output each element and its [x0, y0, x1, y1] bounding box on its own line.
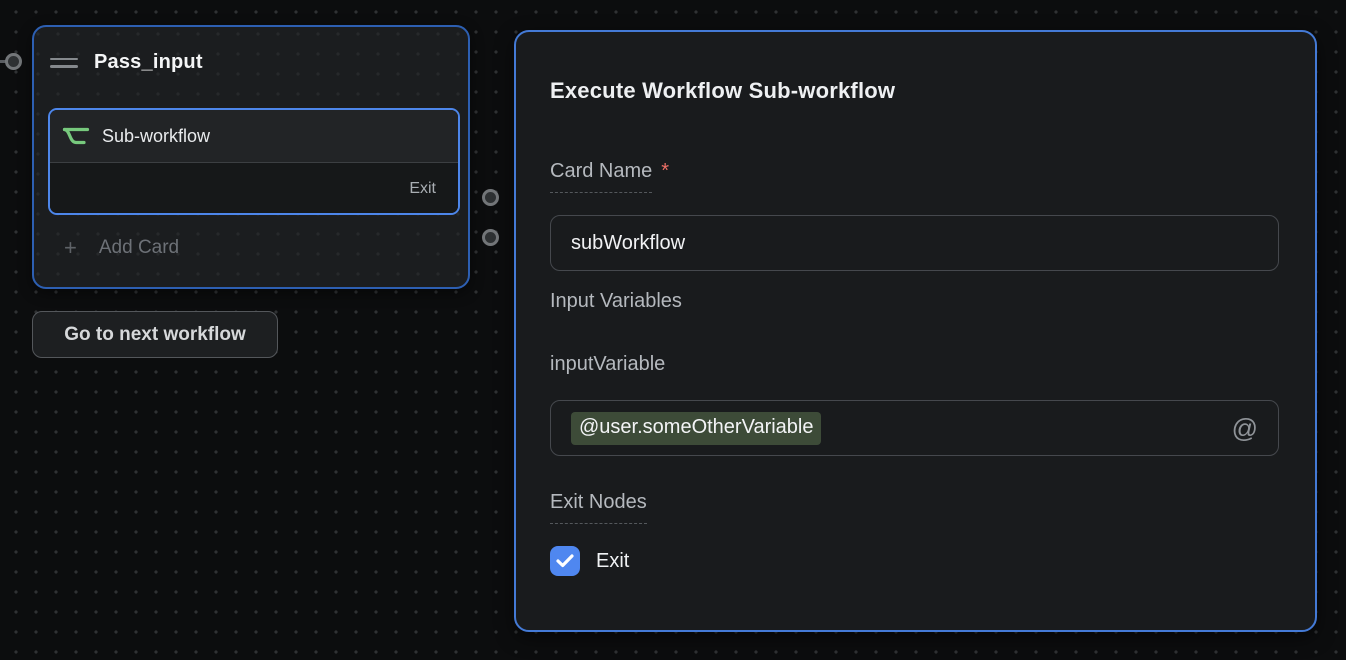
- card-exit-label: Exit: [409, 179, 436, 197]
- card-sub-workflow[interactable]: Sub-workflow Exit: [48, 108, 460, 215]
- card-name-input[interactable]: subWorkflow: [550, 215, 1279, 271]
- card-name-label: Card Name*: [550, 160, 669, 193]
- plus-icon: +: [64, 235, 77, 260]
- input-variables-heading: Input Variables: [550, 290, 682, 312]
- output-port-exit[interactable]: [482, 189, 499, 206]
- exit-checkbox-label: Exit: [596, 549, 630, 572]
- output-port-secondary[interactable]: [482, 229, 499, 246]
- panel-title: Execute Workflow Sub-workflow: [550, 78, 896, 103]
- add-card-button[interactable]: + Add Card: [64, 237, 179, 259]
- card-name-value: subWorkflow: [571, 231, 686, 254]
- node-header: Pass_input: [34, 27, 468, 74]
- exit-checkbox[interactable]: [550, 546, 580, 576]
- properties-panel: Execute Workflow Sub-workflow Card Name*…: [514, 30, 1317, 632]
- incoming-edge: [0, 60, 8, 63]
- check-icon: [556, 554, 574, 568]
- drag-handle-icon[interactable]: [50, 57, 78, 68]
- input-variable-input[interactable]: @user.someOtherVariable @: [550, 400, 1279, 456]
- card-exit-row[interactable]: Exit: [50, 163, 458, 213]
- variable-token[interactable]: @user.someOtherVariable: [571, 411, 822, 445]
- add-card-label: Add Card: [98, 237, 180, 258]
- go-to-next-workflow-button[interactable]: Go to next workflow: [32, 311, 278, 358]
- workflow-node-pass-input[interactable]: Pass_input Sub-workflow Exit + Add Card: [32, 25, 470, 289]
- at-sign-icon[interactable]: @: [1231, 412, 1258, 443]
- node-title: Pass_input: [94, 51, 203, 73]
- input-variable-label: inputVariable: [550, 353, 666, 375]
- card-label: Sub-workflow: [102, 125, 211, 146]
- exit-checkbox-row[interactable]: Exit: [550, 546, 629, 576]
- sub-workflow-curve-icon: [62, 124, 90, 148]
- card-header[interactable]: Sub-workflow: [50, 110, 458, 163]
- input-port[interactable]: [5, 53, 22, 70]
- exit-nodes-label: Exit Nodes: [550, 491, 647, 524]
- required-asterisk: *: [661, 160, 670, 182]
